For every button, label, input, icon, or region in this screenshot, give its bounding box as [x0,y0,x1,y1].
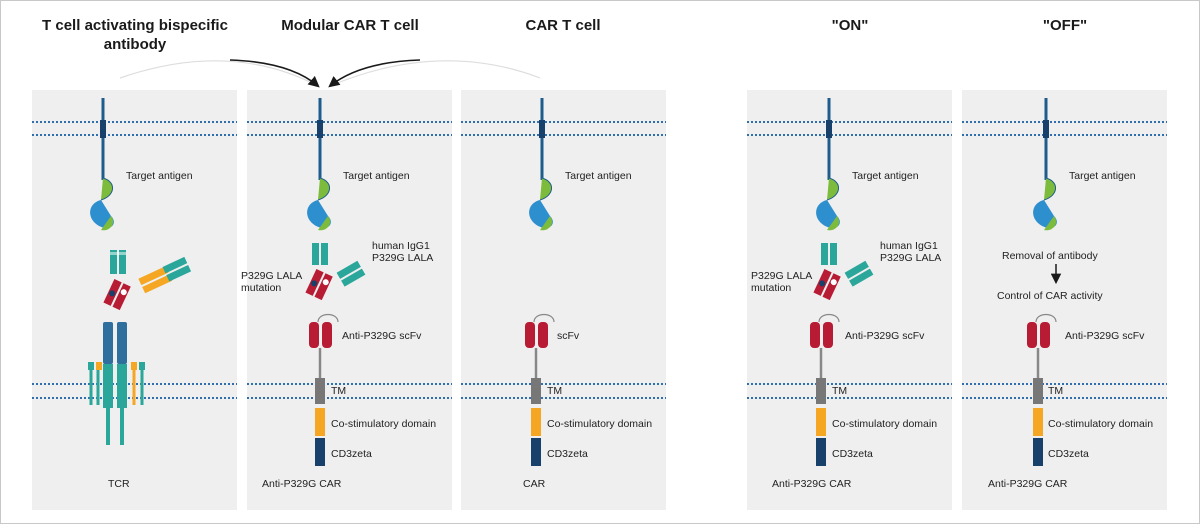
label-car: CAR [523,478,546,490]
header-modular: Modular CAR T cell [281,17,419,34]
label-lala-mutation: P329G LALA [241,270,303,282]
label-target-antigen: Target antigen [126,170,193,182]
label-p329g-lala: P329G LALA [880,252,942,264]
label-tm: TM [547,385,563,397]
label-anti-p329g-scfv: Anti-P329G scFv [1065,330,1145,342]
label-anti-p329g-car: Anti-P329G CAR [988,478,1068,490]
label-tm: TM [331,385,347,397]
car-receptor-on [810,313,840,466]
tcr-complex [88,322,145,445]
label-human-igg1: human IgG1 [880,240,938,252]
label-human-igg1: human IgG1 [372,240,430,252]
header-bispecific: T cell activating bispecific antibody [42,17,228,53]
panel-modular [247,90,452,510]
label-target-antigen: Target antigen [852,170,919,182]
label-costim: Co-stimulatory domain [547,418,653,430]
target-antigen-3 [529,98,553,231]
label-cd3zeta: CD3zeta [547,448,588,460]
faint-curve-right [329,60,541,87]
label-control: Control of CAR activity [997,290,1103,302]
label-tcr: TCR [108,478,130,490]
antibody-modular [305,243,366,301]
label-costim: Co-stimulatory domain [1048,418,1154,430]
arrow-right [328,59,421,88]
car-receptor-off [1027,313,1057,466]
label-costim: Co-stimulatory domain [832,418,938,430]
label-costim: Co-stimulatory domain [331,418,437,430]
car-receptor-modular [309,313,339,466]
label-cd3zeta: CD3zeta [331,448,372,460]
faint-curve-left [119,60,319,87]
target-antigen-1 [90,98,114,231]
panel-off [962,90,1167,510]
label-scfv: scFv [557,330,580,342]
label-target-antigen: Target antigen [1069,170,1136,182]
target-antigen-4 [816,98,840,231]
target-antigen-2 [307,98,331,231]
label-anti-p329g-scfv: Anti-P329G scFv [845,330,925,342]
label-tm: TM [1048,385,1064,397]
label-removal: Removal of antibody [1002,250,1098,262]
panel-bispecific [32,90,237,510]
label-p329g-lala: P329G LALA [372,252,434,264]
label-tm: TM [832,385,848,397]
label-anti-p329g-car: Anti-P329G CAR [772,478,852,490]
label-cd3zeta: CD3zeta [832,448,873,460]
antibody-on [813,243,874,301]
panel-car [461,90,666,510]
arrow-left [229,59,320,88]
panel-on [747,90,952,510]
label-anti-p329g-car: Anti-P329G CAR [262,478,342,490]
label-mutation: mutation [751,282,792,294]
header-on: "ON" [831,17,869,34]
label-target-antigen: Target antigen [565,170,632,182]
label-anti-p329g-scfv: Anti-P329G scFv [342,330,422,342]
header-off: "OFF" [1042,17,1088,34]
header-car: CAR T cell [525,17,601,34]
label-cd3zeta: CD3zeta [1048,448,1089,460]
label-lala-mutation: P329G LALA [751,270,813,282]
bispecific-antibody [103,250,192,311]
car-receptor-car [525,313,555,466]
label-mutation: mutation [241,282,282,294]
target-antigen-5 [1033,98,1057,231]
label-target-antigen: Target antigen [343,170,410,182]
